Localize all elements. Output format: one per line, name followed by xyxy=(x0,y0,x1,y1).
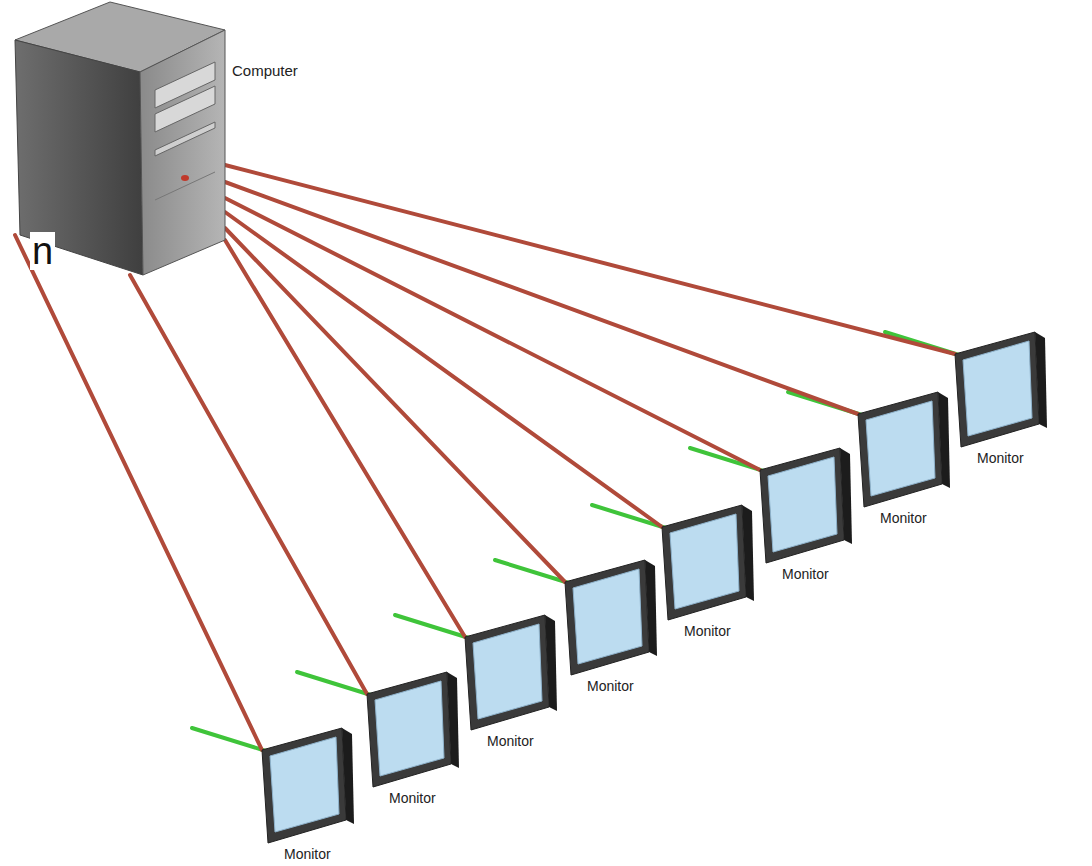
video-cable xyxy=(225,198,760,470)
green-cable xyxy=(592,505,666,528)
monitor-icon xyxy=(367,672,459,787)
monitor-node: Monitor xyxy=(262,728,354,843)
monitor-label: Monitor xyxy=(977,450,1024,466)
monitor-label: Monitor xyxy=(587,678,634,694)
monitor-label: Monitor xyxy=(782,566,829,582)
monitor-node: Monitor xyxy=(760,448,852,563)
monitor-node: Monitor xyxy=(858,392,950,507)
monitor-icon xyxy=(262,728,354,843)
monitor-label: Monitor xyxy=(284,846,331,862)
monitor-label: Monitor xyxy=(880,510,927,526)
monitor-icon xyxy=(662,505,754,620)
monitor-node: Monitor xyxy=(565,560,657,675)
monitor-icon xyxy=(760,448,852,563)
monitor-node: Monitor xyxy=(465,615,557,730)
video-cable xyxy=(225,228,565,582)
monitor-icon xyxy=(465,615,557,730)
monitor-node: Monitor xyxy=(955,332,1047,447)
computer-label: Computer xyxy=(232,62,298,79)
monitor-label: Monitor xyxy=(684,623,731,639)
video-cable xyxy=(15,235,262,750)
green-cable xyxy=(495,560,569,583)
slide-text-fragment: n xyxy=(30,232,55,270)
monitor-icon xyxy=(858,392,950,507)
monitor-node: Monitor xyxy=(662,505,754,620)
monitor-node: Monitor xyxy=(367,672,459,787)
monitor-label: Monitor xyxy=(389,790,436,806)
monitor-icon xyxy=(565,560,657,675)
monitor-icon xyxy=(955,332,1047,447)
video-cable xyxy=(225,165,955,354)
video-cable xyxy=(225,182,858,414)
monitor-label: Monitor xyxy=(487,733,534,749)
